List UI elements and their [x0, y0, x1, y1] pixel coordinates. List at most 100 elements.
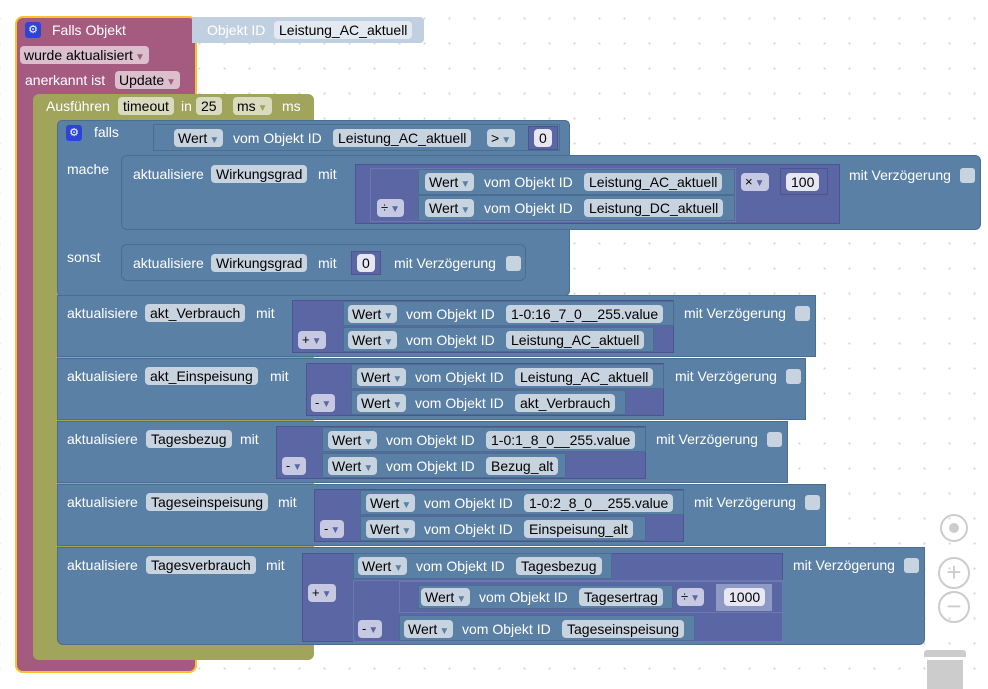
with-label: mit: [318, 166, 337, 182]
object-field[interactable]: Tageseinspeisung: [562, 620, 685, 638]
update-label: aktualisiere: [67, 431, 138, 447]
object-field[interactable]: Bezug_alt: [486, 457, 559, 475]
target-field[interactable]: Wirkungsgrad: [211, 165, 308, 183]
of-object-label: vom Objekt ID: [233, 130, 322, 146]
object-field[interactable]: 1-0:2_8_0__255.value: [524, 494, 674, 512]
math-op-dropdown[interactable]: ÷▼: [377, 199, 405, 217]
property-dropdown[interactable]: Wert▼: [425, 173, 475, 191]
timeout-label: Ausführen: [46, 98, 110, 114]
plus-icon: +: [946, 557, 962, 587]
zoom-in-button[interactable]: +: [938, 557, 970, 589]
property-dropdown[interactable]: Wert▼: [357, 368, 407, 386]
dropdown-arrow-icon: ▼: [401, 526, 412, 537]
of-object-label: vom Objekt ID: [386, 432, 475, 448]
object-field[interactable]: Tagesbezug: [516, 557, 602, 575]
target-field[interactable]: akt_Verbrauch: [145, 304, 246, 322]
property-dropdown[interactable]: Wert▼: [366, 520, 416, 538]
update-statement[interactable]: [121, 244, 526, 281]
trash-icon[interactable]: [924, 648, 966, 689]
object-field[interactable]: Leistung_AC_aktuell: [515, 368, 654, 386]
delay-checkbox[interactable]: [960, 168, 975, 183]
property-dropdown[interactable]: Wert▼: [358, 557, 408, 575]
recenter-button[interactable]: [940, 514, 968, 542]
dropdown-arrow-icon: ▼: [460, 179, 471, 190]
property-dropdown[interactable]: Wert▼: [174, 129, 224, 147]
dropdown-arrow-icon: ▼: [166, 77, 177, 88]
number-field[interactable]: 0: [534, 129, 552, 147]
property-dropdown[interactable]: Wert▼: [348, 305, 398, 323]
with-label: mit: [266, 557, 285, 573]
ack-dropdown[interactable]: Update▼: [115, 71, 181, 89]
do-label: mache: [67, 161, 110, 177]
object-field[interactable]: 1-0:1_8_0__255.value: [486, 431, 636, 449]
property-dropdown[interactable]: Wert▼: [366, 494, 416, 512]
delay-label: mit Verzögerung: [849, 167, 951, 183]
property-dropdown[interactable]: Wert▼: [425, 199, 475, 217]
condition-dropdown[interactable]: wurde aktualisiert▼: [20, 46, 149, 64]
ack-label: anerkannt ist: [25, 72, 106, 88]
gear-icon[interactable]: ⚙: [66, 125, 82, 141]
number-field[interactable]: 0: [357, 254, 375, 272]
object-id-field[interactable]: Leistung_AC_aktuell: [274, 21, 413, 39]
object-field[interactable]: Leistung_AC_aktuell: [333, 129, 472, 147]
math-op-dropdown[interactable]: -▼: [311, 394, 336, 412]
target-field[interactable]: Tageseinspeisung: [146, 493, 269, 511]
delay-checkbox[interactable]: [904, 558, 919, 573]
of-object-label: vom Objekt ID: [415, 395, 504, 411]
math-op-dropdown[interactable]: ÷▼: [677, 588, 705, 606]
delay-checkbox[interactable]: [786, 369, 801, 384]
trash-body: [927, 660, 963, 689]
math-op-dropdown[interactable]: -▼: [358, 620, 383, 638]
property-dropdown[interactable]: Wert▼: [348, 331, 398, 349]
update-label: aktualisiere: [133, 255, 204, 271]
object-field[interactable]: Einspeisung_alt: [524, 520, 633, 538]
object-field[interactable]: Leistung_AC_aktuell: [584, 173, 723, 191]
zoom-out-button[interactable]: −: [938, 591, 970, 623]
math-op-dropdown[interactable]: ×▼: [741, 173, 769, 191]
target-field[interactable]: Tagesbezug: [146, 430, 232, 448]
of-object-label: vom Objekt ID: [415, 369, 504, 385]
delay-checkbox[interactable]: [767, 432, 782, 447]
dropdown-arrow-icon: ▼: [209, 135, 220, 146]
compare-op-dropdown[interactable]: >▼: [487, 129, 516, 147]
target-field[interactable]: akt_Einspeisung: [145, 367, 258, 385]
of-object-label: vom Objekt ID: [406, 332, 495, 348]
object-id-label: Objekt ID: [207, 22, 266, 38]
object-field[interactable]: Leistung_DC_aktuell: [584, 199, 724, 217]
delay-label: mit Verzögerung: [684, 305, 786, 321]
object-field[interactable]: akt_Verbrauch: [515, 394, 616, 412]
property-dropdown[interactable]: Wert▼: [404, 620, 454, 638]
math-op-dropdown[interactable]: +▼: [298, 331, 326, 349]
property-dropdown[interactable]: Wert▼: [328, 431, 378, 449]
dropdown-arrow-icon: ▼: [330, 525, 341, 536]
math-op-dropdown[interactable]: -▼: [282, 457, 307, 475]
event-title: Falls Objekt: [52, 22, 126, 38]
update-label: aktualisiere: [67, 305, 138, 321]
update-label: aktualisiere: [133, 166, 204, 182]
number-field[interactable]: 1000: [724, 588, 766, 606]
gear-icon[interactable]: ⚙: [25, 22, 41, 38]
timeout-name-field[interactable]: timeout: [118, 97, 174, 115]
timeout-value-field[interactable]: 25: [196, 97, 222, 115]
timeout-unit-dropdown[interactable]: ms▼: [233, 97, 272, 115]
property-dropdown[interactable]: Wert▼: [357, 394, 407, 412]
object-field[interactable]: 1-0:16_7_0__255.value: [506, 305, 664, 323]
update-label: aktualisiere: [67, 557, 138, 573]
math-op-dropdown[interactable]: -▼: [320, 520, 345, 538]
object-field[interactable]: Tagesertrag: [579, 588, 663, 606]
target-field[interactable]: Tagesverbrauch: [146, 556, 256, 574]
delay-label: mit Verzögerung: [694, 494, 796, 510]
target-field[interactable]: Wirkungsgrad: [211, 254, 308, 272]
delay-checkbox[interactable]: [506, 256, 521, 271]
delay-checkbox[interactable]: [795, 306, 810, 321]
dropdown-arrow-icon: ▼: [393, 563, 404, 574]
object-field[interactable]: Leistung_AC_aktuell: [506, 331, 645, 349]
delay-checkbox[interactable]: [805, 495, 820, 510]
with-label: mit: [278, 494, 297, 510]
math-op-dropdown[interactable]: +▼: [308, 584, 336, 602]
number-field[interactable]: 100: [786, 173, 820, 191]
dropdown-arrow-icon: ▼: [439, 626, 450, 637]
property-dropdown[interactable]: Wert▼: [328, 457, 378, 475]
delay-label: mit Verzögerung: [656, 431, 758, 447]
property-dropdown[interactable]: Wert▼: [421, 588, 471, 606]
